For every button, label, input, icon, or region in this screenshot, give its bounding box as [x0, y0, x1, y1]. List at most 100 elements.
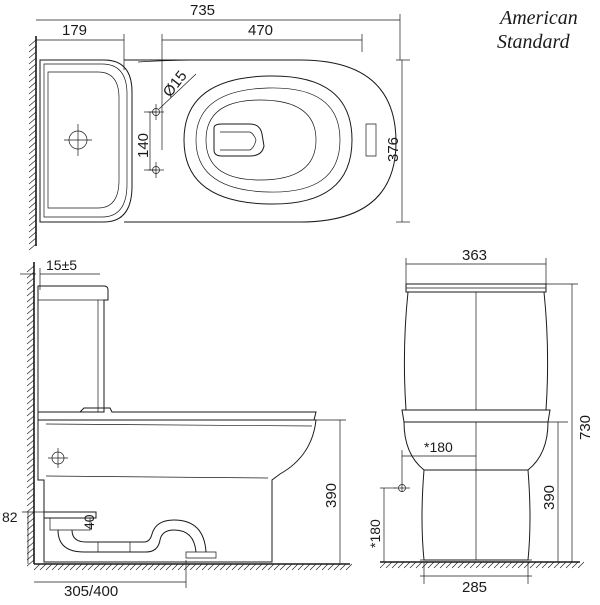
hatch-line: [213, 563, 221, 571]
hatch-line: [28, 63, 37, 71]
hatch-line: [379, 561, 387, 569]
hatch-line: [26, 415, 35, 423]
hatch-line: [529, 561, 537, 569]
dim-seat-height: 390: [323, 483, 340, 508]
brand-logo: American Standard: [497, 7, 578, 53]
hatch-line: [26, 343, 35, 351]
hatch-line: [28, 183, 37, 191]
hatch-line: [231, 563, 239, 571]
top-wall-hatch: [28, 39, 37, 251]
hatch-line: [451, 561, 459, 569]
hatch-line: [171, 563, 179, 571]
hatch-line: [26, 385, 35, 393]
dim-rough-in: 305/400: [64, 583, 118, 600]
hatch-line: [26, 367, 35, 375]
hatch-line: [487, 561, 495, 569]
hatch-line: [547, 561, 555, 569]
hatch-line: [45, 563, 53, 571]
hatch-line: [219, 563, 227, 571]
seat-front: [401, 409, 551, 423]
hatch-line: [26, 319, 35, 327]
hatch-line: [511, 561, 519, 569]
hatch-line: [57, 563, 65, 571]
hatch-line: [207, 563, 215, 571]
dim-inlet-diameter: Ø15: [160, 68, 191, 101]
hatch-line: [391, 561, 399, 569]
dim-overall-width: 376: [385, 137, 402, 162]
hatch-line: [129, 563, 137, 571]
dim-inlet-spacing: 140: [135, 133, 152, 158]
hatch-line: [28, 141, 37, 149]
hatch-line: [523, 561, 531, 569]
hatch-line: [559, 561, 567, 569]
hatch-line: [457, 561, 465, 569]
hatch-line: [285, 563, 293, 571]
hatch-line: [26, 391, 35, 399]
hatch-line: [26, 325, 35, 333]
hatch-line: [345, 563, 353, 571]
hatch-line: [571, 561, 579, 569]
hatch-line: [75, 563, 83, 571]
hatch-line: [147, 563, 155, 571]
dim-wall-gap: 15±5: [46, 257, 77, 273]
hatch-line: [28, 171, 37, 179]
hatch-line: [517, 561, 525, 569]
hatch-line: [26, 421, 35, 429]
drain-opening: [213, 123, 265, 157]
hatch-line: [28, 195, 37, 203]
hatch-line: [87, 563, 95, 571]
hatch-line: [409, 561, 417, 569]
hatch-line: [397, 561, 405, 569]
hatch-line: [291, 563, 299, 571]
dim-tank-depth: 179: [62, 22, 87, 39]
hatch-line: [26, 271, 35, 279]
hatch-line: [28, 189, 37, 197]
hatch-line: [267, 563, 275, 571]
hatch-line: [28, 99, 37, 107]
hatch-line: [321, 563, 329, 571]
hatch-line: [505, 561, 513, 569]
seat-outline-top: [183, 75, 353, 205]
hatch-line: [243, 563, 251, 571]
front-view: 363 730 390 *180: [367, 247, 594, 596]
hatch-line: [309, 563, 317, 571]
hatch-line: [28, 153, 37, 161]
hatch-line: [28, 105, 37, 113]
hatch-line: [499, 561, 507, 569]
hatch-line: [415, 561, 423, 569]
hatch-line: [385, 561, 393, 569]
hatch-line: [553, 561, 561, 569]
hatch-line: [141, 563, 149, 571]
hatch-line: [26, 427, 35, 435]
hatch-line: [28, 231, 37, 239]
hatch-line: [93, 563, 101, 571]
hatch-line: [26, 331, 35, 339]
hatch-line: [577, 561, 585, 569]
hatch-line: [439, 561, 447, 569]
hatch-line: [469, 561, 477, 569]
hatch-line: [433, 561, 441, 569]
hatch-line: [28, 45, 37, 53]
hatch-line: [81, 563, 89, 571]
hatch-line: [481, 561, 489, 569]
hatch-line: [39, 563, 47, 571]
hatch-line: [249, 563, 257, 571]
hatch-line: [565, 561, 573, 569]
hatch-line: [26, 451, 35, 459]
side-view: 15±5 82 40 390 3: [2, 257, 353, 600]
dim-overall-height: 730: [577, 415, 594, 440]
hatch-line: [28, 165, 37, 173]
inlet-marker-front: [394, 484, 410, 492]
dim-seat-height-front: 390: [541, 485, 558, 510]
hatch-line: [63, 563, 71, 571]
hatch-line: [28, 135, 37, 143]
dim-base-width: 285: [462, 579, 487, 596]
hatch-line: [26, 487, 35, 495]
hatch-line: [28, 69, 37, 77]
hatch-line: [28, 219, 37, 227]
hatch-line: [333, 563, 341, 571]
outlet-flange: [43, 511, 97, 519]
dim-inlet-height: *180: [367, 519, 383, 548]
